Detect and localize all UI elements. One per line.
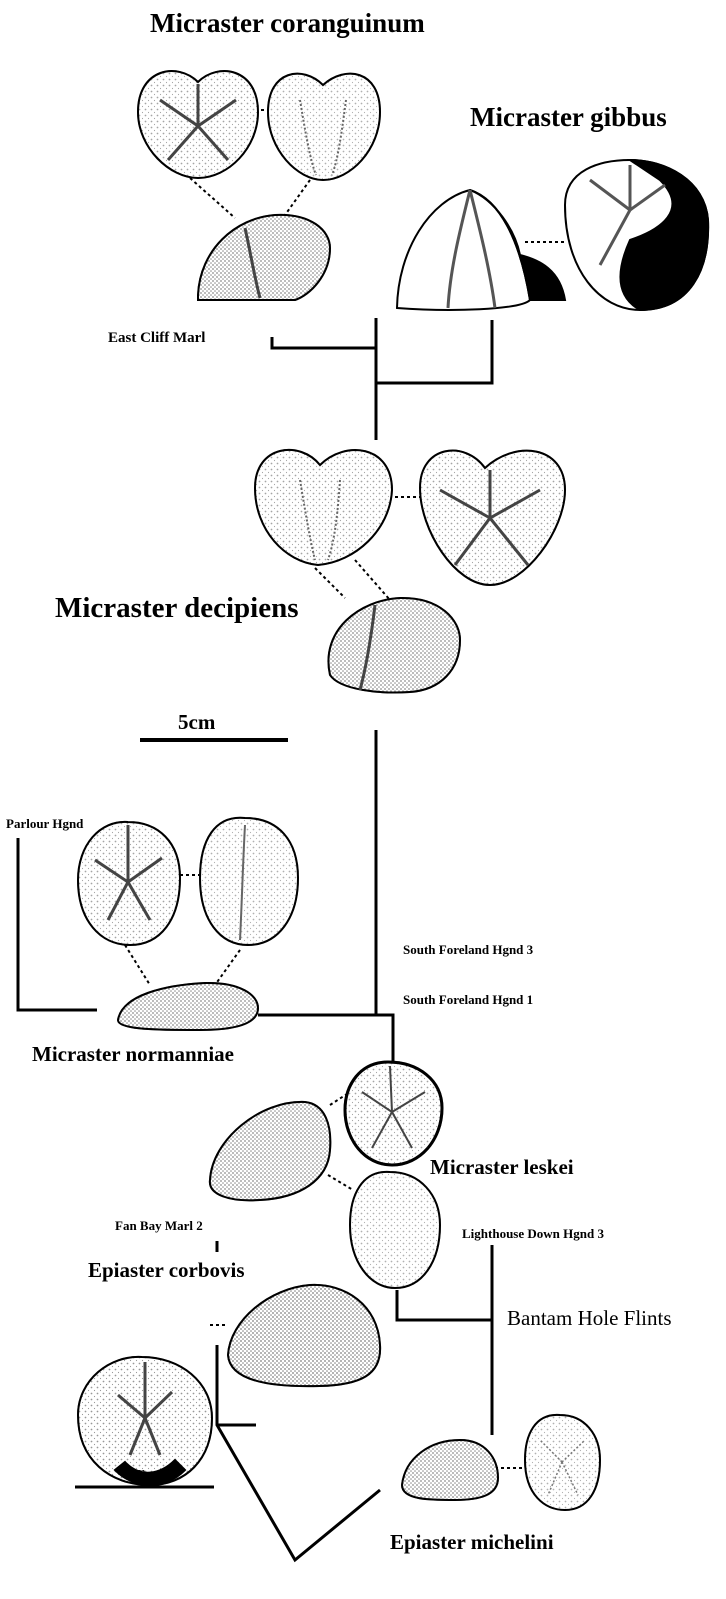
horizon-label-fan-bay-marl-2: Fan Bay Marl 2 bbox=[115, 1218, 203, 1234]
fossil-coranguinum-oral bbox=[138, 71, 258, 178]
scale-bar-label-upper: 5cm bbox=[178, 710, 215, 735]
fossil-coranguinum-lateral bbox=[198, 215, 330, 300]
fossil-gibbus-lateral bbox=[397, 190, 565, 310]
fossil-coranguinum-aboral bbox=[268, 74, 380, 180]
fossil-decipiens-oral bbox=[420, 451, 565, 585]
horizon-label-south-foreland-3: South Foreland Hgnd 3 bbox=[403, 942, 533, 958]
horizon-label-parlour-hgnd: Parlour Hgnd bbox=[6, 816, 83, 832]
fossil-michelini-lateral bbox=[402, 1440, 498, 1500]
fossil-normanniae-lateral bbox=[118, 983, 258, 1030]
fossil-michelini-aboral bbox=[525, 1415, 600, 1510]
horizon-label-south-foreland-1: South Foreland Hgnd 1 bbox=[403, 992, 533, 1008]
species-label-michelini: Epiaster michelini bbox=[390, 1530, 554, 1555]
species-label-normanniae: Micraster normanniae bbox=[32, 1042, 234, 1067]
fossil-decipiens-aboral bbox=[255, 450, 392, 565]
fossil-corbovis-lateral bbox=[228, 1285, 380, 1386]
fossil-gibbus-oral bbox=[565, 160, 708, 310]
fossil-leskei-aboral bbox=[350, 1172, 440, 1288]
species-label-gibbus: Micraster gibbus bbox=[470, 102, 667, 133]
horizon-label-lighthouse-down-3: Lighthouse Down Hgnd 3 bbox=[462, 1226, 604, 1242]
species-label-corbovis: Epiaster corbovis bbox=[88, 1258, 245, 1283]
fossil-normanniae-aboral bbox=[200, 818, 298, 945]
scale-bar-label-lower: 5 cm bbox=[120, 1464, 146, 1480]
horizon-label-east-cliff-marl: East Cliff Marl bbox=[108, 330, 205, 347]
species-label-leskei: Micraster leskei bbox=[430, 1155, 574, 1180]
fossil-normanniae-oral bbox=[78, 822, 180, 945]
species-label-coranguinum: Micraster coranguinum bbox=[150, 8, 425, 39]
horizon-label-bantam-hole-flints: Bantam Hole Flints bbox=[507, 1306, 672, 1331]
fossil-leskei-lateral bbox=[210, 1102, 330, 1200]
fossil-decipiens-lateral bbox=[328, 598, 460, 693]
fossil-leskei-oral bbox=[345, 1062, 442, 1165]
species-label-decipiens: Micraster decipiens bbox=[55, 592, 298, 625]
